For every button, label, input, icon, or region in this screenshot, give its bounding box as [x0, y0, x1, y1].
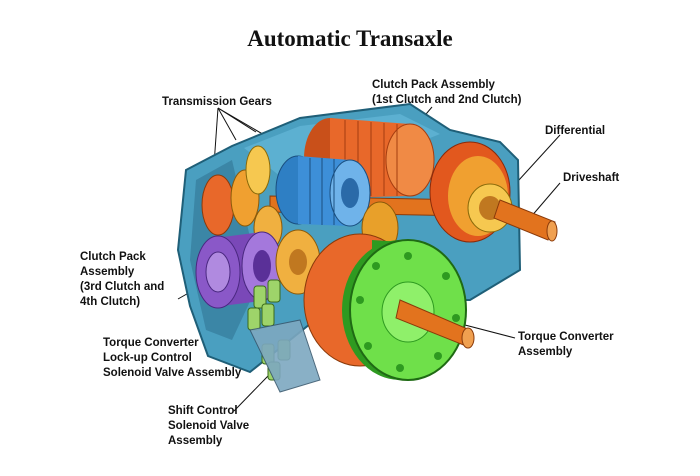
- label-clutch-pack-1-2: Clutch Pack Assembly (1st Clutch and 2nd…: [372, 79, 522, 106]
- label-clutch-pack-3-4: Clutch Pack Assembly (3rd Clutch and 4th…: [80, 251, 165, 308]
- driveshaft: [493, 199, 556, 241]
- lockup-solenoid-valves: [247, 279, 281, 331]
- diagram-title: Automatic Transaxle: [247, 26, 453, 51]
- torque-converter: [303, 233, 475, 381]
- label-transmission-gears: Transmission Gears: [162, 96, 272, 108]
- label-lockup-solenoid: Torque Converter Lock-up Control Solenoi…: [103, 337, 242, 379]
- valve-body: [249, 319, 321, 393]
- label-differential: Differential: [545, 125, 606, 137]
- label-driveshaft: Driveshaft: [563, 172, 620, 184]
- driveshaft-end: [546, 220, 558, 242]
- label-shift-solenoid: Shift Control Solenoid Valve Assembly: [168, 405, 250, 447]
- label-torque-converter: Torque Converter Assembly: [518, 331, 614, 358]
- transmission-gears-blue: [275, 155, 371, 227]
